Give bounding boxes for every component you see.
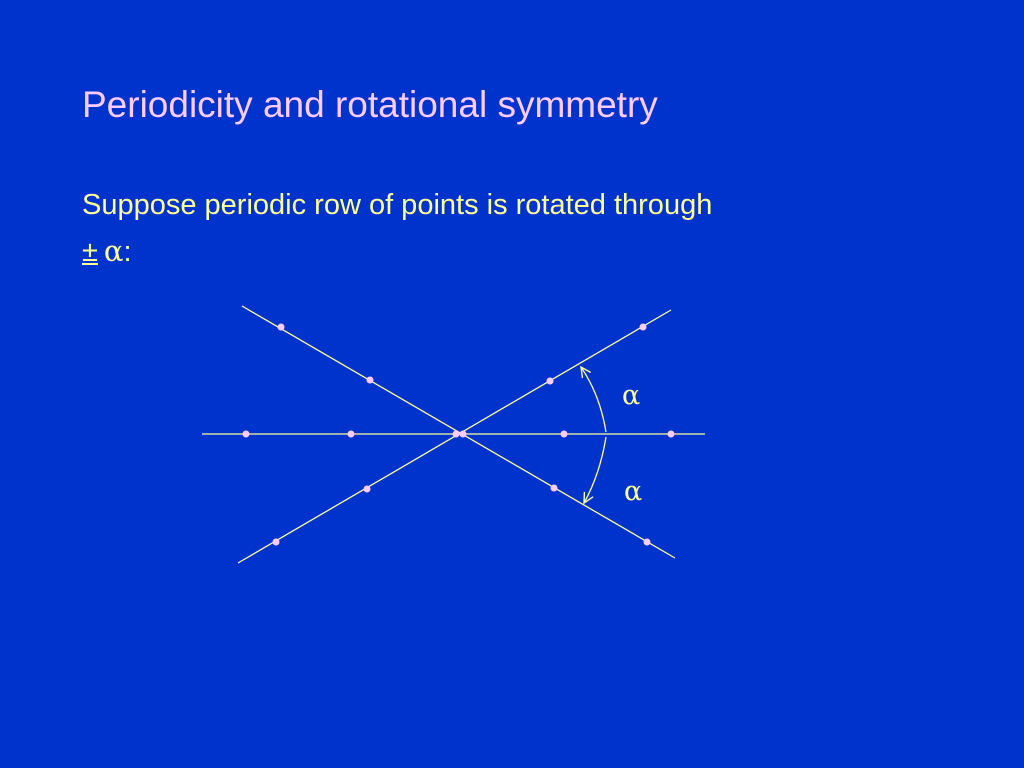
rotated-point-up — [546, 377, 554, 385]
row-point — [560, 430, 568, 438]
colon: : — [123, 236, 132, 268]
rotated-point-down — [643, 538, 651, 546]
slide-title: Periodicity and rotational symmetry — [82, 84, 658, 125]
angle-label-upper: α — [622, 380, 640, 411]
row-point — [242, 430, 250, 438]
body-line-2: ±α: — [82, 228, 712, 275]
alpha-symbol: α — [103, 234, 124, 268]
row-point — [347, 430, 355, 438]
rotated-point-up — [639, 323, 647, 331]
row-point — [459, 430, 467, 438]
row-point — [452, 430, 460, 438]
rotated-point-down — [550, 484, 558, 492]
rotated-point-down — [277, 323, 285, 331]
body-text: Suppose periodic row of points is rotate… — [82, 182, 712, 275]
angle-arc-upper — [581, 367, 607, 433]
rotated-point-up — [272, 538, 280, 546]
rotated-point-down — [366, 376, 374, 384]
plus-minus-symbol: ± — [82, 236, 98, 268]
angle-arc-lower — [584, 436, 607, 503]
angle-label-lower: α — [624, 476, 642, 507]
body-line-1: Suppose periodic row of points is rotate… — [82, 189, 713, 221]
row-point — [667, 430, 675, 438]
rotated-point-up — [363, 485, 371, 493]
